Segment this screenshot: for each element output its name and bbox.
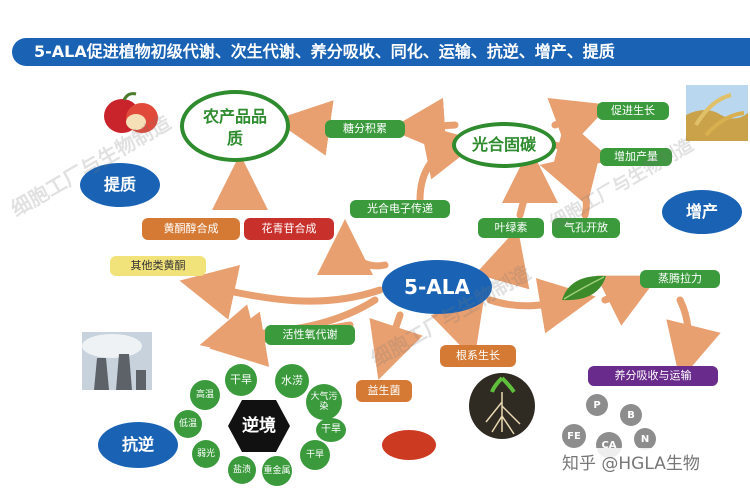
flavonoid-pill: 黄酮醇合成 xyxy=(142,218,240,240)
stress-item-2: 干旱 xyxy=(225,364,257,396)
stress-item-10: 干旱 xyxy=(316,418,346,442)
anthocyanin-pill: 花青苷合成 xyxy=(244,218,334,240)
arrow-ala-to-beneficial xyxy=(369,311,423,380)
stress-item-1: 高温 xyxy=(190,380,220,410)
rice-image xyxy=(686,85,748,141)
nutrient-n: N xyxy=(634,428,656,450)
stress-item-8: 重金属 xyxy=(262,456,292,486)
arrow-ala-to-chloro xyxy=(475,227,530,290)
root-image xyxy=(469,373,535,439)
arrow-photo-to-growth xyxy=(547,97,610,151)
stress-label: 逆境 xyxy=(242,416,276,436)
beneficial-pill: 益生菌 xyxy=(356,380,412,402)
sugar-pill: 糖分积累 xyxy=(325,120,405,138)
promote-growth-pill: 促进生长 xyxy=(597,102,669,120)
arrow-photo-to-sugar xyxy=(389,97,459,154)
ag-quality-label: 农产品品质 xyxy=(202,107,267,148)
arrow-electron-to-photo xyxy=(416,124,481,204)
stress-item-3: 水涝 xyxy=(275,364,309,398)
stress-item-6: 弱光 xyxy=(192,440,220,468)
red-blob xyxy=(382,430,436,460)
arrow-ala-to-root xyxy=(430,298,485,361)
increase-yield-pill: 增加产量 xyxy=(600,148,672,166)
ros-pill: 活性氧代谢 xyxy=(265,325,355,345)
arrow-stomata-to-photo xyxy=(539,151,601,219)
quality-oval: 提质 xyxy=(80,163,160,207)
nutrient-p: P xyxy=(586,394,608,416)
chlorophyll-pill: 叶绿素 xyxy=(478,218,544,238)
electron-pill: 光合电子传递 xyxy=(350,200,450,218)
arrow-sugar-to-quality xyxy=(274,100,334,156)
stress-hexagon xyxy=(228,400,290,452)
other-flavonoid-pill: 其他类黄酮 xyxy=(110,256,206,276)
stress-item-4: 大气污染 xyxy=(306,384,342,420)
arrow-trans-down xyxy=(666,296,721,381)
quality-label: 提质 xyxy=(103,175,136,194)
nutrient-pill: 养分吸收与运输 xyxy=(588,366,718,386)
stress-item-10-label: 干旱 xyxy=(321,424,341,435)
yield-oval: 增产 xyxy=(662,190,742,234)
apple-image xyxy=(104,92,158,133)
transpiration-pill: 蒸腾拉力 xyxy=(640,270,720,288)
photosynthesis-label: 光合固碳 xyxy=(471,135,536,154)
factory-image xyxy=(82,332,152,390)
arrow-ala-to-leaf xyxy=(486,278,596,334)
arrow-ala-to-anthocyanin xyxy=(317,219,389,276)
nutrient-b: B xyxy=(620,404,642,426)
leaf-image xyxy=(562,275,606,301)
header-banner: 5-ALA促进植物初级代谢、次生代谢、养分吸收、同化、运输、抗逆、增产、提质 xyxy=(12,38,750,66)
arrow-leaf-to-trans xyxy=(596,275,659,326)
photosynthesis-oval: 光合固碳 xyxy=(452,122,556,168)
stress-item-5: 低温 xyxy=(174,410,202,438)
yield-label: 增产 xyxy=(685,202,718,221)
resistance-label: 抗逆 xyxy=(121,435,154,454)
stress-item-9: 干旱 xyxy=(300,440,330,470)
stress-item-7: 盐渍 xyxy=(228,456,256,484)
arrow-photo-to-yield xyxy=(550,118,613,173)
center-label: 5-ALA xyxy=(404,275,470,299)
root-pill: 根系生长 xyxy=(440,345,516,367)
center-oval: 5-ALA xyxy=(382,260,492,314)
resistance-oval: 抗逆 xyxy=(98,422,178,468)
stomata-pill: 气孔开放 xyxy=(552,218,620,238)
nutrient-fe: FE xyxy=(562,424,586,448)
ag-quality-oval: 农产品品质 xyxy=(180,90,290,162)
credit-text: 知乎 @HGLA生物 xyxy=(562,448,750,480)
arrow-ala-to-other xyxy=(179,264,384,320)
arrow-chloro-to-photo xyxy=(501,147,558,219)
